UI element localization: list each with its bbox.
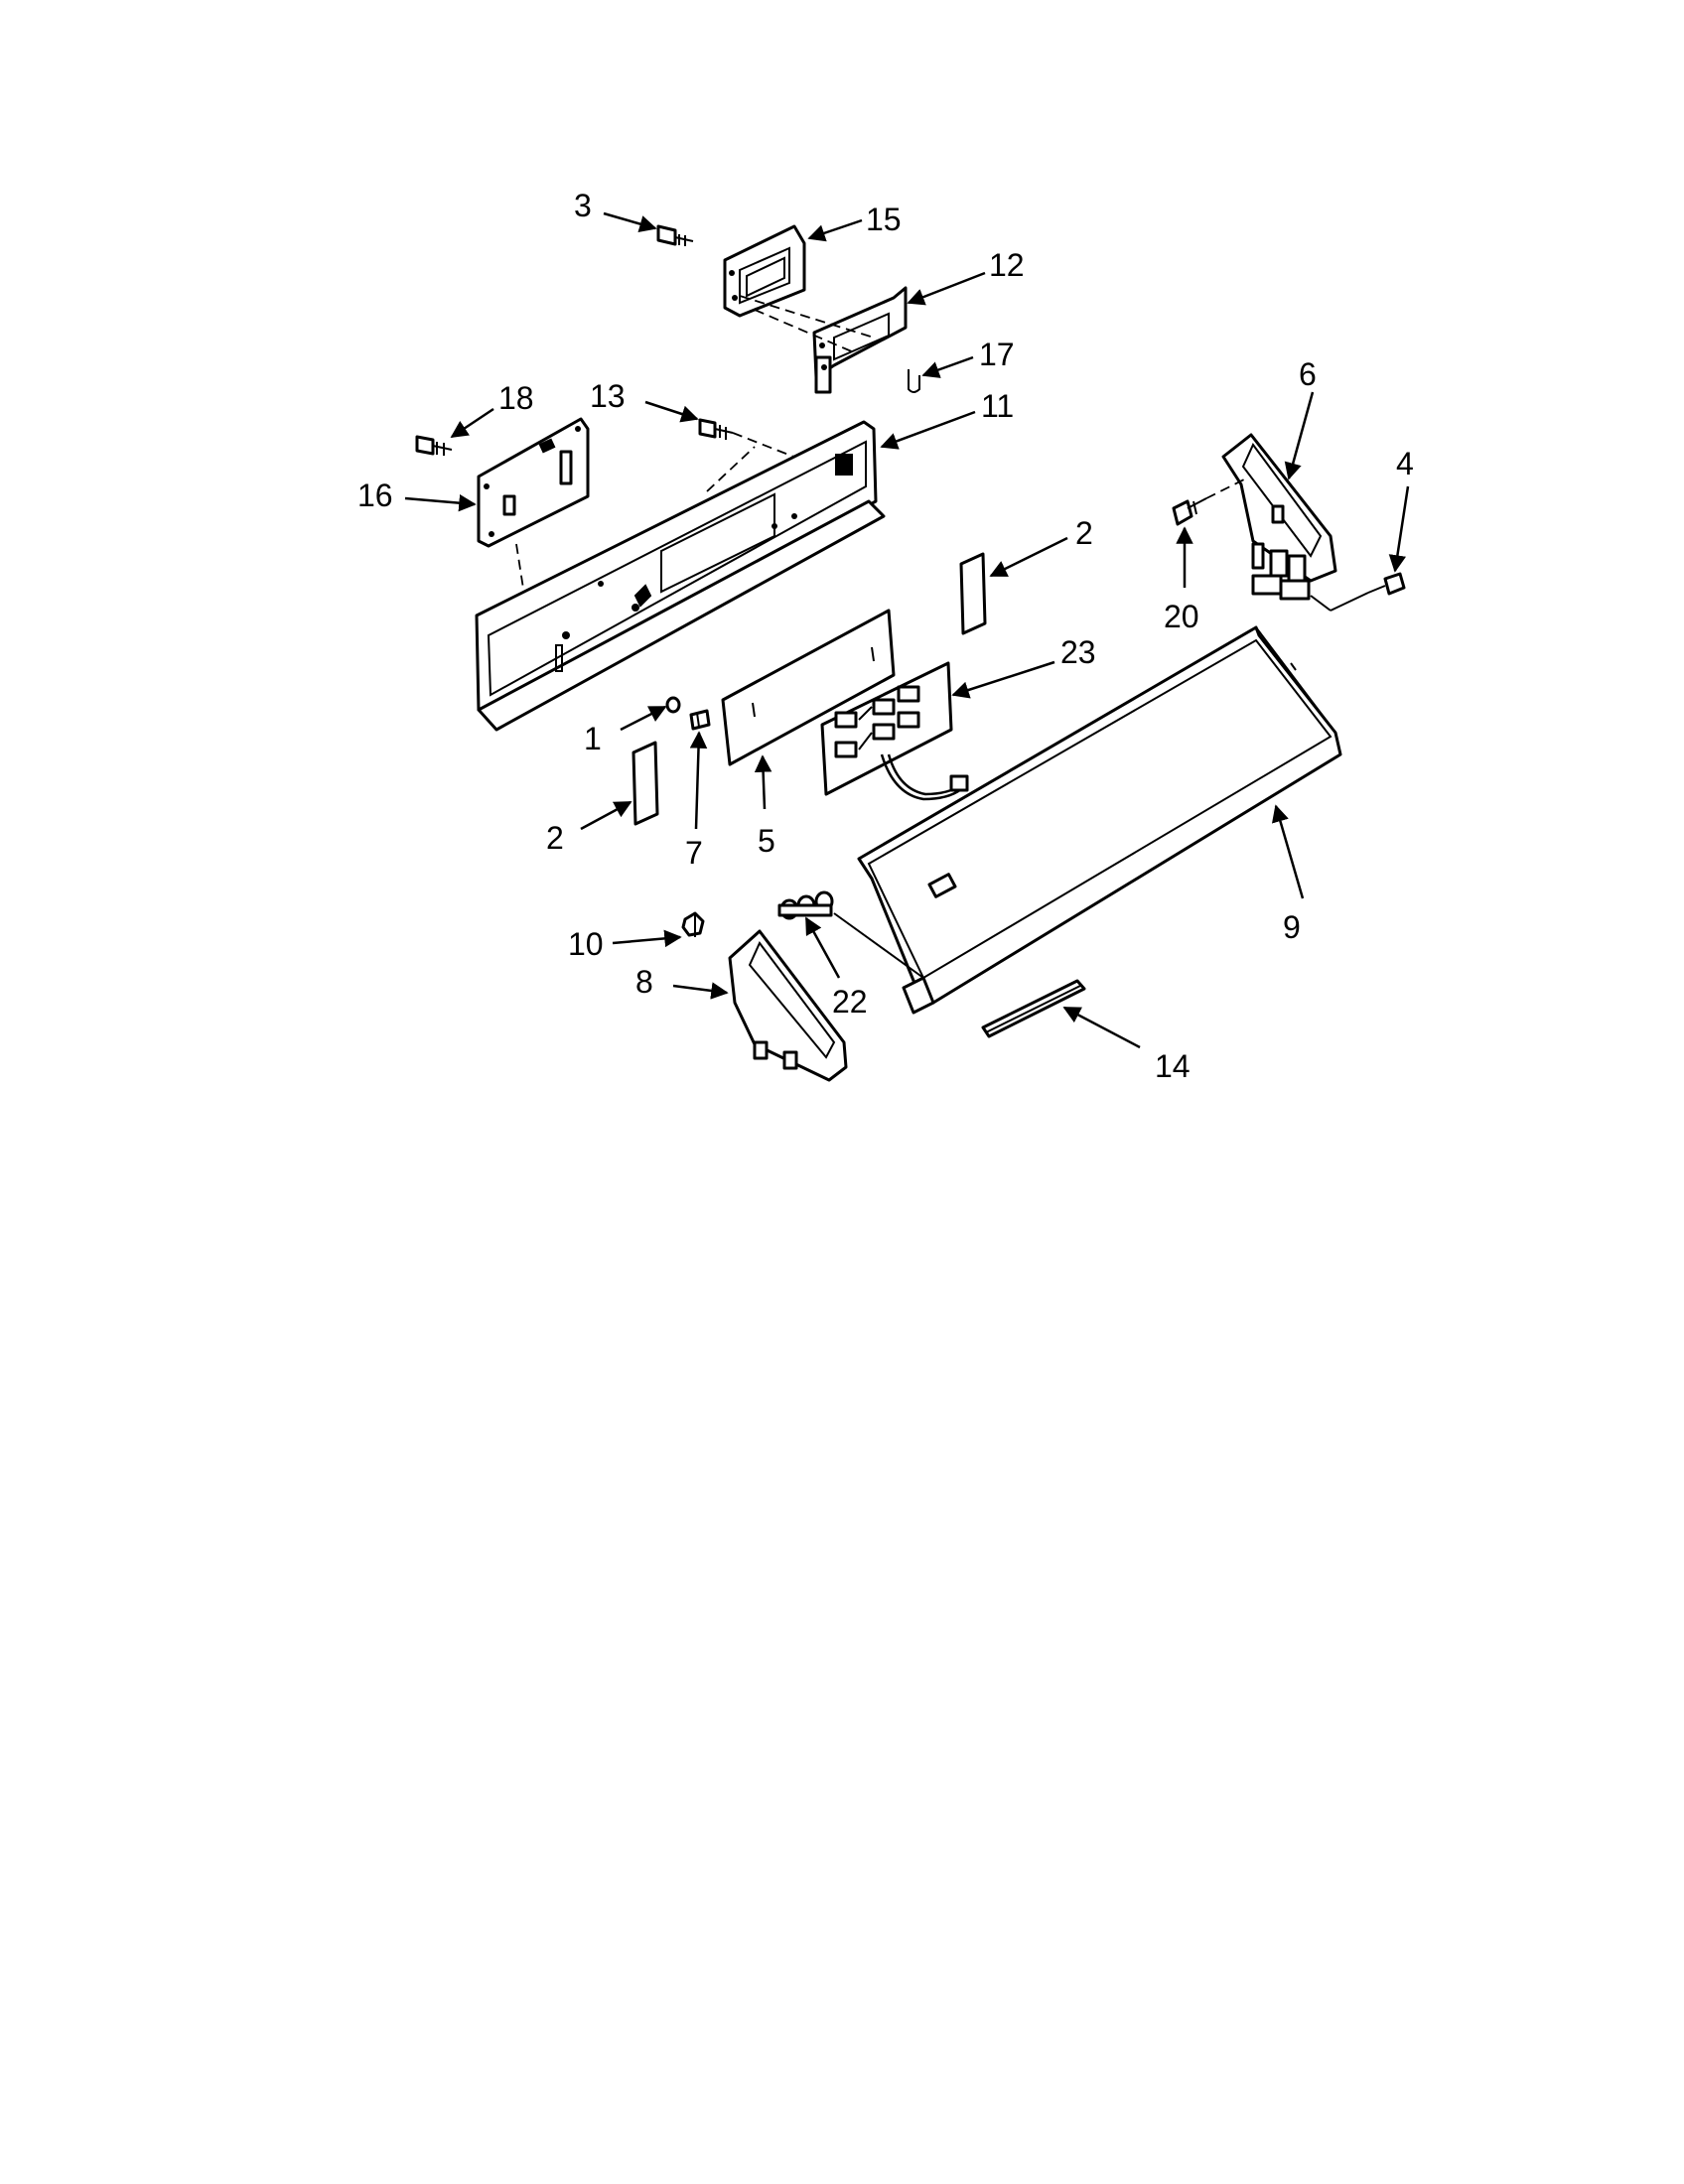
callout-18: 18 (498, 380, 534, 416)
part-11-console-panel (475, 420, 886, 732)
leader-10 (612, 929, 682, 948)
callout-4: 4 (1396, 446, 1414, 481)
leader-lines (404, 211, 1410, 1049)
part-7-pin (689, 709, 711, 731)
callout-9: 9 (1283, 909, 1301, 945)
part-8-left-end-cap (728, 929, 848, 1082)
callout-7: 7 (685, 835, 703, 871)
leader-1 (620, 705, 667, 732)
callout-11: 11 (981, 388, 1014, 424)
part-6-right-end-cap (1221, 433, 1337, 601)
leader-14 (1062, 1006, 1141, 1049)
leader-6 (1284, 391, 1315, 480)
part-17-clip (908, 369, 920, 393)
callout-2-left: 2 (546, 820, 564, 856)
callout-12: 12 (989, 247, 1025, 283)
callout-14: 14 (1155, 1048, 1191, 1084)
callout-5: 5 (758, 823, 775, 859)
leader-2-left (580, 800, 632, 831)
leader-16 (404, 493, 477, 512)
leader-11 (880, 410, 976, 450)
leader-9 (1271, 804, 1305, 899)
part-4-screw (1367, 572, 1406, 596)
part-18-screw (415, 435, 453, 456)
callout-2-right: 2 (1075, 515, 1093, 551)
part-9-console-cover (857, 625, 1342, 1015)
leader-15 (807, 218, 863, 242)
part-5-overlay-panel (721, 609, 896, 766)
callout-13: 13 (590, 378, 626, 414)
part-2-left-overlay (632, 741, 659, 826)
callout-15: 15 (866, 202, 902, 237)
leader-4 (1388, 485, 1410, 573)
callout-3: 3 (574, 188, 592, 223)
leader-2-right (989, 536, 1068, 578)
part-14-trim-strip (981, 979, 1086, 1038)
leader-17 (921, 355, 974, 378)
leader-18 (450, 407, 494, 439)
leader-8 (672, 982, 729, 1000)
leader-12 (907, 271, 986, 306)
part-1-cap (665, 696, 681, 714)
callout-8: 8 (635, 964, 653, 1000)
part-2-right-overlay (959, 552, 987, 635)
callout-labels: 3 15 12 17 18 13 11 16 6 4 20 2 23 1 2 7… (357, 188, 1414, 1084)
callout-10: 10 (568, 926, 604, 962)
callout-6: 6 (1299, 356, 1317, 392)
part-13-screw (698, 418, 734, 440)
leader-22 (804, 916, 841, 979)
callout-17: 17 (979, 337, 1015, 372)
callout-20: 20 (1164, 599, 1199, 634)
leader-5 (754, 754, 772, 810)
leader-13 (644, 400, 699, 423)
part-3-screw (656, 224, 694, 246)
callout-22: 22 (832, 984, 868, 1020)
callout-23: 23 (1060, 634, 1096, 670)
part-15-display-bezel (723, 224, 806, 318)
part-20-screw (1172, 497, 1207, 526)
part-10-clip (681, 911, 705, 937)
leader-23 (951, 660, 1055, 699)
part-23-keypad (820, 661, 969, 801)
callout-16: 16 (357, 478, 393, 513)
callout-1: 1 (584, 721, 602, 756)
part-16-control-board (477, 417, 590, 548)
part-12-display-board (812, 286, 908, 394)
leader-7 (689, 731, 708, 830)
leader-3 (603, 211, 657, 233)
part-22-switch (777, 890, 834, 920)
